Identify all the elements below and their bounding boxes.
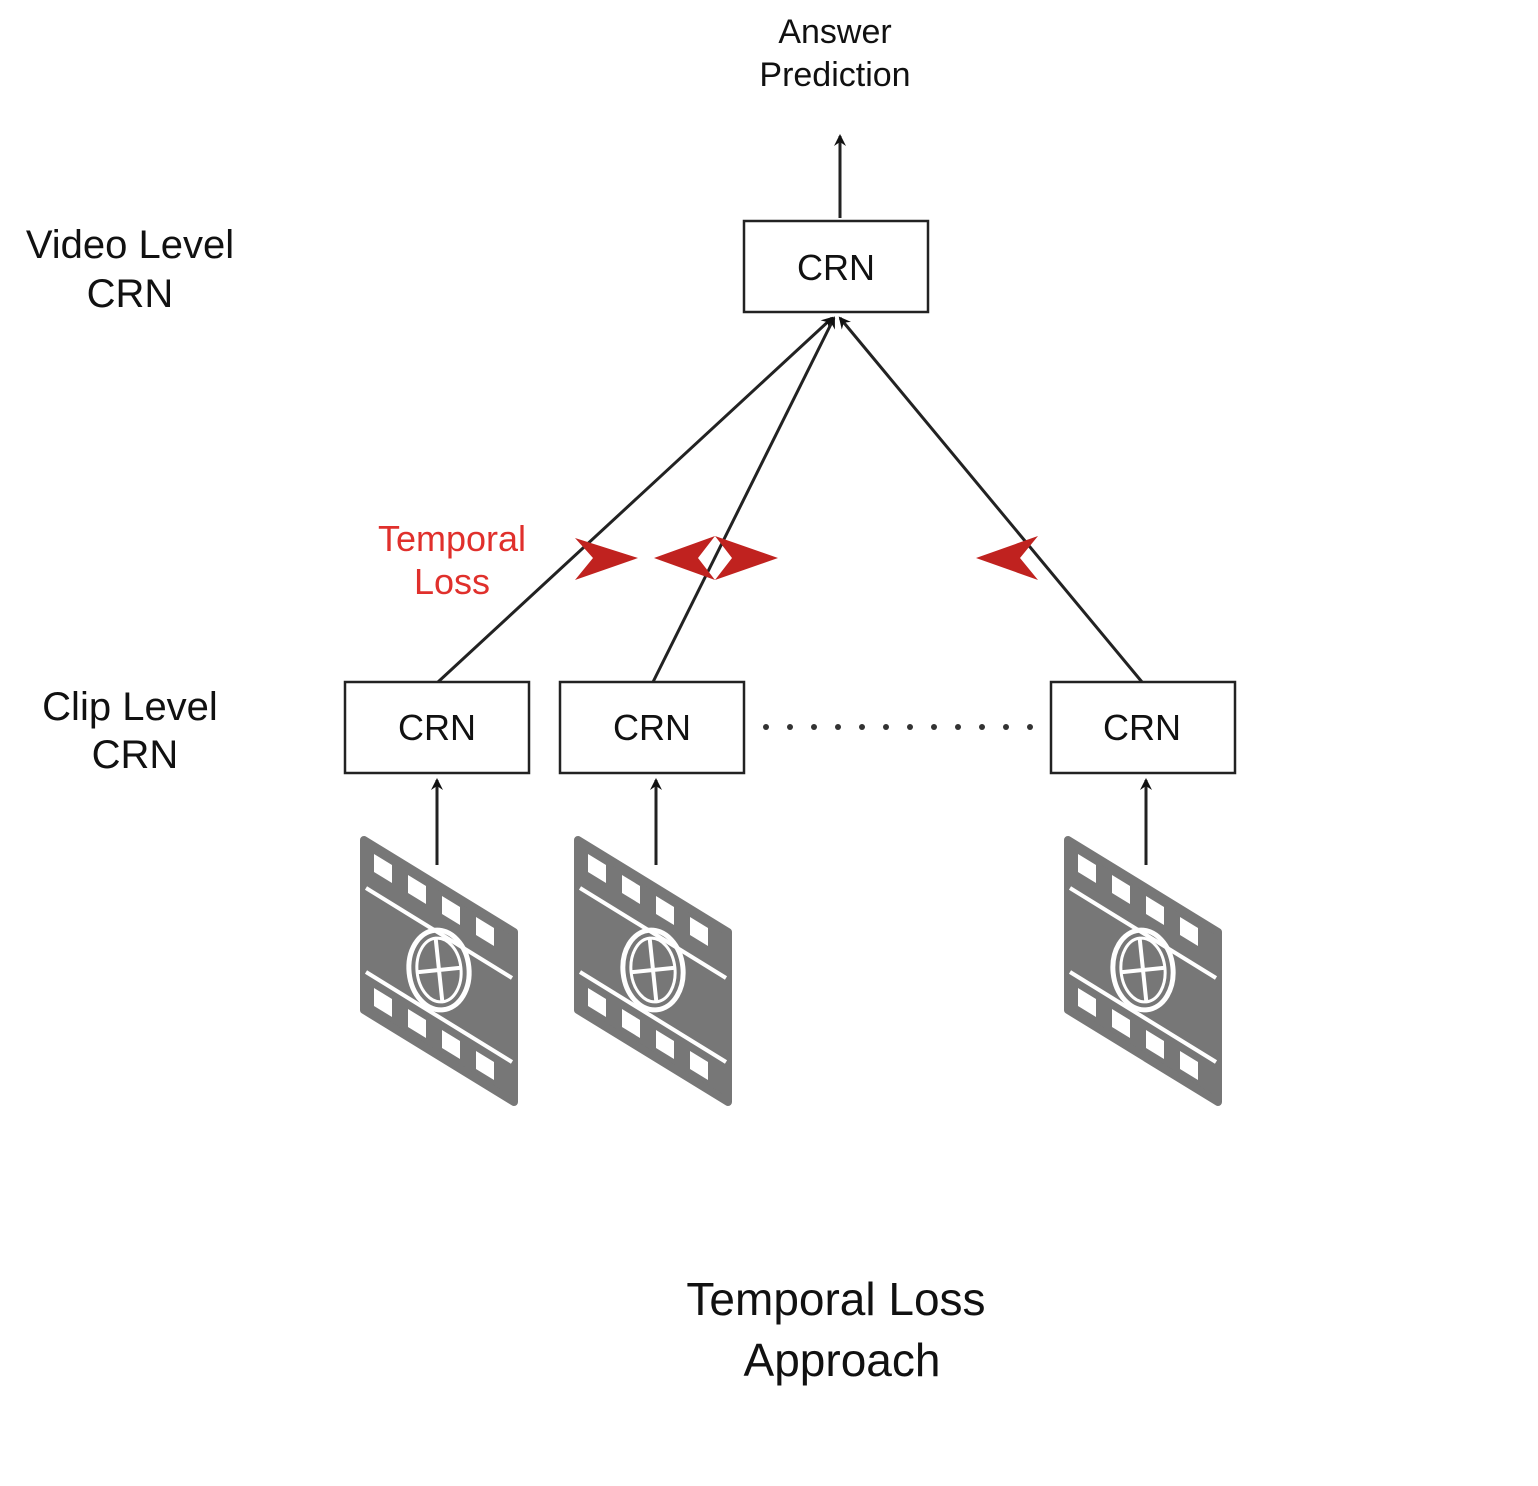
clip-crn-label-2: CRN bbox=[613, 707, 691, 748]
answer-prediction-label-line1: Answer bbox=[778, 13, 891, 51]
clip-crn-label-1: CRN bbox=[398, 707, 476, 748]
film-clip-icon bbox=[1068, 840, 1218, 1102]
temporal-loss-label-line2: Loss bbox=[414, 561, 490, 602]
clip-level-label-line2: CRN bbox=[92, 733, 179, 777]
film-clip-icon bbox=[578, 840, 728, 1102]
temporal-loss-arrow-right-2 bbox=[715, 536, 778, 580]
answer-prediction-label-line2: Prediction bbox=[759, 56, 910, 94]
temporal-loss-arrow-right-1 bbox=[575, 538, 638, 580]
temporal-loss-arrow-left-1 bbox=[654, 536, 715, 580]
edge-clip3-to-video bbox=[838, 316, 1144, 683]
caption-line1: Temporal Loss bbox=[686, 1273, 985, 1325]
video-level-label-line2: CRN bbox=[87, 272, 174, 316]
clip-crn-box-1 bbox=[343, 680, 531, 775]
video-crn-label: CRN bbox=[797, 247, 875, 288]
clip-crn-box-2 bbox=[558, 680, 746, 775]
edge-clip1-to-video bbox=[436, 316, 834, 684]
temporal-loss-arrow-left-2 bbox=[976, 536, 1038, 580]
caption-line2: Approach bbox=[744, 1334, 941, 1386]
video-crn-box bbox=[742, 219, 930, 314]
ellipsis-dots bbox=[763, 724, 1033, 730]
video-level-label-line1: Video Level bbox=[26, 223, 234, 267]
edge-clip2-to-video bbox=[651, 316, 836, 683]
clip-crn-box-3 bbox=[1049, 680, 1237, 775]
clip-level-label-line1: Clip Level bbox=[42, 685, 218, 729]
temporal-loss-label-line1: Temporal bbox=[378, 518, 526, 559]
film-clip-icon bbox=[364, 840, 514, 1102]
clip-crn-label-3: CRN bbox=[1103, 707, 1181, 748]
